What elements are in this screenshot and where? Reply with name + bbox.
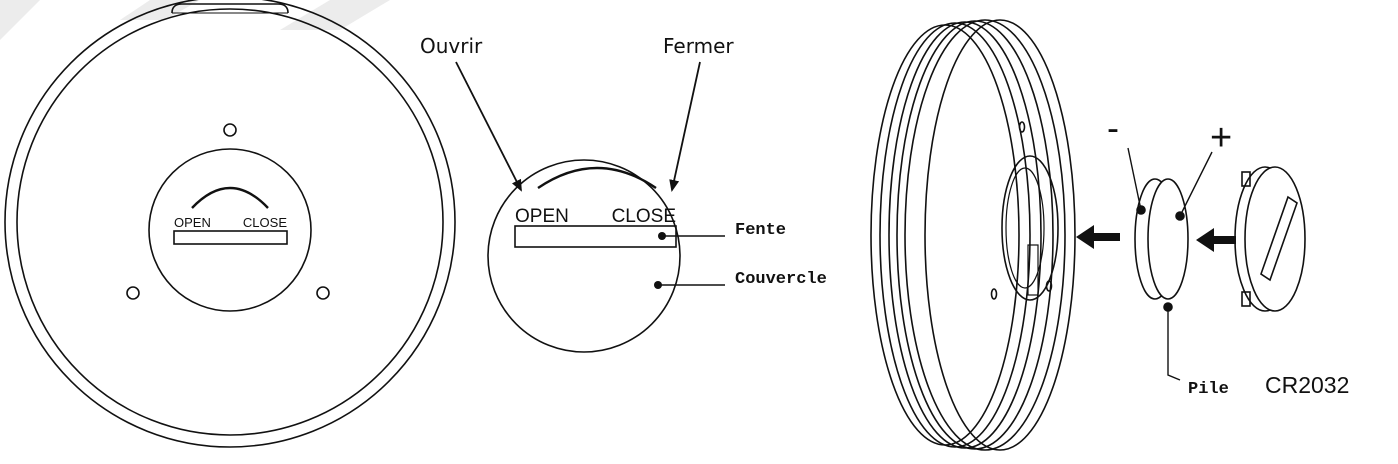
detail-close-label: CLOSE xyxy=(612,206,676,227)
device-close-label: CLOSE xyxy=(243,215,287,230)
battery-model-label: CR2032 xyxy=(1265,372,1349,398)
screw-hole-left xyxy=(126,286,140,300)
fente-label: Fente xyxy=(735,221,786,240)
device-open-label: OPEN xyxy=(174,215,211,230)
battery-cover xyxy=(148,148,312,312)
cover-cap-slot xyxy=(1260,195,1298,282)
detail-open-label: OPEN xyxy=(515,206,569,227)
device-inner-ring xyxy=(16,8,444,436)
pile-label: Pile xyxy=(1188,380,1229,399)
fermer-arrow xyxy=(669,61,701,192)
ouvrir-arrow xyxy=(455,61,522,192)
screw-hole-right xyxy=(316,286,330,300)
device-side-view xyxy=(870,19,1076,451)
insert-arrow-2 xyxy=(1196,228,1236,252)
battery-compartment xyxy=(1001,155,1059,301)
cover-slot xyxy=(173,230,288,245)
device-outer-ring xyxy=(4,0,456,448)
fermer-label: Fermer xyxy=(663,34,734,58)
device-top-notch xyxy=(171,3,289,14)
detail-cover-arc xyxy=(537,166,657,189)
screw-hole-top xyxy=(223,123,237,137)
device-face xyxy=(4,0,456,448)
detail-cover xyxy=(487,159,681,353)
device-back-face xyxy=(924,19,1076,451)
insert-arrow-1 xyxy=(1076,225,1120,249)
cover-arc xyxy=(191,186,269,209)
cover-cap xyxy=(1234,166,1306,312)
plus-sign: + xyxy=(1210,117,1232,159)
minus-sign: - xyxy=(1107,107,1119,148)
battery-cr2032 xyxy=(1127,147,1213,381)
ouvrir-label: Ouvrir xyxy=(420,34,483,58)
detail-cover-circle xyxy=(487,159,681,353)
detail-slot xyxy=(514,225,677,248)
couvercle-label: Couvercle xyxy=(735,270,827,289)
